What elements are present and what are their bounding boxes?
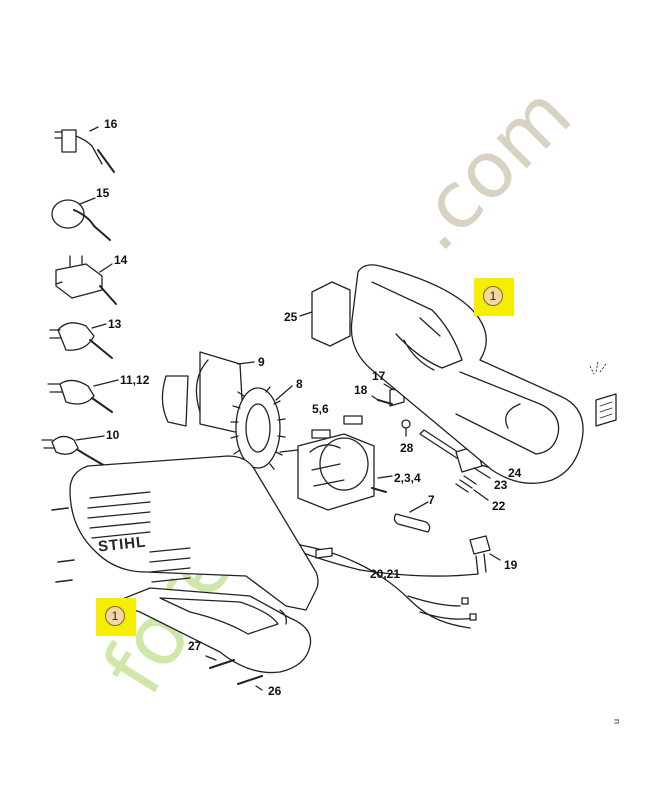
brushes-5-6-icon [311,415,363,439]
label-10: 10 [106,428,120,442]
label-15: 15 [96,186,110,200]
capacitor-7-icon [393,501,431,533]
label-22: 22 [492,499,506,513]
label-18: 18 [354,383,368,397]
label-19: 19 [504,558,518,572]
label-24: 24 [508,466,522,480]
label-13: 13 [108,317,122,331]
label-28: 28 [400,441,414,455]
label-2-3-4: 2,3,4 [394,471,421,485]
callout-1-bottom[interactable]: 1 [96,598,136,636]
label-9: 9 [258,355,265,369]
plug-13-icon [49,322,113,359]
plug-14-icon [55,255,117,305]
motor-2-3-4-icon [279,433,393,511]
bracket-9-icon [161,351,255,435]
label-11-12: 11,12 [120,373,150,387]
screw-27-icon [205,655,235,669]
screws-housing-icon [51,507,75,583]
label-5-6: 5,6 [312,402,329,416]
label-25: 25 [284,310,298,324]
label-23: 23 [494,478,508,492]
plug-16-icon [54,126,115,173]
fan-8-icon [230,385,293,470]
corner-mark: ᴝ [614,716,620,726]
label-17: 17 [372,369,386,383]
callout-1-top[interactable]: 1 [474,278,514,316]
label-27: 27 [188,639,202,653]
switch-19-icon [469,535,501,575]
label-16: 16 [104,117,118,131]
spring-22-icon [455,475,489,501]
label-14: 14 [114,253,128,267]
label-7: 7 [428,493,435,507]
label-20-21: 20,21 [370,567,401,581]
screw-18-icon [371,395,393,405]
label-26: 26 [268,684,282,698]
label-8: 8 [296,377,303,391]
screw-26-icon [237,675,263,691]
rating-plate-icon [589,361,617,427]
plug-11-12-icon [47,379,119,413]
housing-half-bottom-icon [69,455,319,674]
callout-1-bottom-label: 1 [105,606,125,626]
callout-1-top-label: 1 [483,286,503,306]
housing-half-top-icon [350,264,584,484]
bracket-25-icon [299,281,351,347]
screw-28-icon [401,419,411,437]
plug-15-icon [51,197,111,241]
